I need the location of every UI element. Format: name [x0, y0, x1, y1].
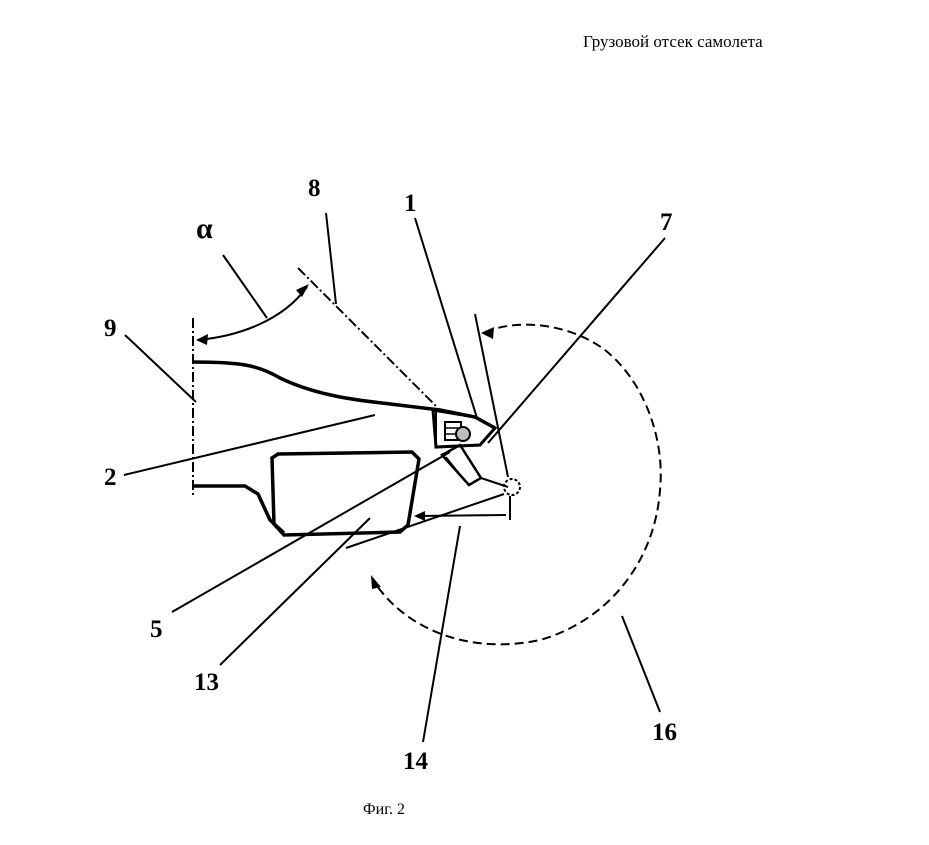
label-16: 16 — [652, 719, 677, 746]
fuselage-lower-contour — [193, 484, 286, 535]
door-arm-7 — [440, 443, 509, 488]
label-1: 1 — [404, 190, 417, 217]
label-8: 8 — [308, 175, 321, 202]
hinge-pivot-circle — [503, 478, 521, 496]
angle-alpha-arc — [196, 284, 309, 345]
door-hinge-unit-1 — [431, 408, 498, 449]
label-14: 14 — [403, 748, 429, 775]
figure-caption: Фиг. 2 — [363, 801, 405, 818]
label-2: 2 — [104, 464, 117, 491]
vertical-reference-line — [474, 313, 509, 478]
dimension-14 — [414, 496, 511, 521]
label-13: 13 — [194, 669, 219, 696]
leader-lines — [123, 212, 666, 743]
inclined-axis-8 — [297, 267, 439, 409]
document-header-title: Грузовой отсек самолета — [583, 32, 763, 51]
label-7: 7 — [660, 209, 673, 236]
label-5: 5 — [150, 616, 163, 643]
label-alpha: α — [196, 212, 213, 245]
cargo-container-13 — [270, 450, 421, 537]
fuselage-upper-contour — [192, 360, 496, 430]
swing-arc-16 — [371, 323, 662, 646]
label-9: 9 — [104, 315, 117, 342]
